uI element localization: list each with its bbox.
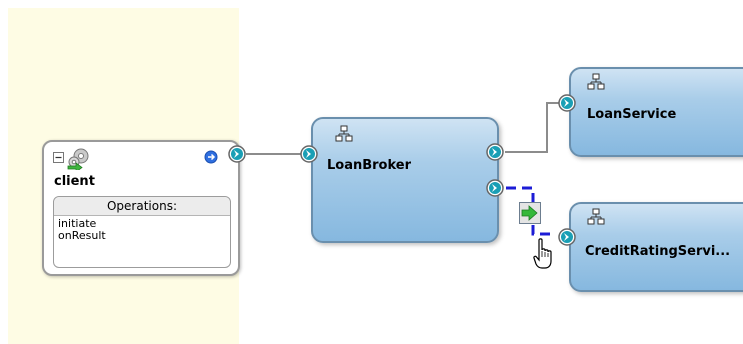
info-icon[interactable] <box>204 150 218 164</box>
loanbroker-output-port-2[interactable] <box>486 179 504 197</box>
service-tree-icon <box>587 73 605 90</box>
collapse-icon[interactable] <box>53 152 64 163</box>
client-component[interactable]: client Operations: initiate onResult <box>42 140 240 276</box>
operation-item[interactable]: initiate <box>58 217 97 230</box>
client-title: client <box>54 174 95 189</box>
creditrating-title: CreditRatingServi... <box>585 244 731 259</box>
hand-pointer-icon <box>533 238 552 269</box>
operations-header: Operations: <box>54 197 230 216</box>
wire-loanbroker-loanservice[interactable] <box>505 102 566 153</box>
green-arrow-icon <box>519 202 541 224</box>
loanbroker-output-port-1[interactable] <box>486 143 504 161</box>
loanservice-title: LoanService <box>587 107 677 122</box>
loanservice-input-port[interactable] <box>558 94 576 112</box>
operation-item[interactable]: onResult <box>58 229 106 242</box>
operations-box: Operations: initiate onResult <box>53 196 231 268</box>
loanbroker-component[interactable]: LoanBroker <box>311 117 499 243</box>
creditrating-input-port[interactable] <box>558 228 576 246</box>
loanbroker-title: LoanBroker <box>327 158 412 173</box>
service-tree-icon <box>587 208 605 225</box>
gear-icon <box>67 148 89 170</box>
operations-list: initiate onResult <box>54 216 230 244</box>
loanbroker-input-port[interactable] <box>300 145 318 163</box>
service-tree-icon <box>335 125 353 142</box>
creditrating-component[interactable]: CreditRatingServi... <box>569 202 743 292</box>
client-output-port[interactable] <box>228 145 246 163</box>
loanservice-component[interactable]: LoanService <box>569 67 743 157</box>
